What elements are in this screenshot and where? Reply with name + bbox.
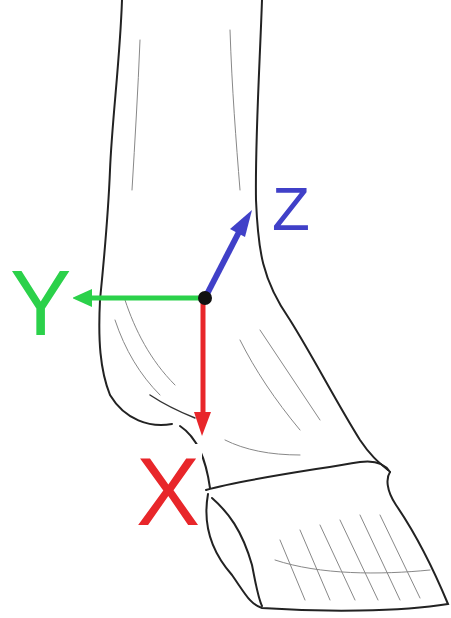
axis-label: X	[134, 444, 202, 540]
hatch	[260, 330, 320, 420]
hoof-hatch	[280, 540, 305, 600]
hatch	[125, 300, 175, 385]
z-axis-head	[230, 210, 252, 237]
axis-arrows	[72, 210, 252, 436]
leg-front-contour	[256, 0, 388, 470]
x-axis-head	[194, 412, 211, 436]
leg-back-contour	[99, 0, 172, 425]
hoof-hatch	[340, 520, 378, 600]
y-axis-shaft	[90, 296, 205, 301]
origin-dot	[198, 291, 212, 305]
heel-line	[212, 498, 262, 606]
hatch	[240, 340, 300, 430]
hatch	[132, 40, 140, 190]
hatch	[230, 30, 240, 190]
hatch	[225, 440, 300, 455]
hoof-hatch	[360, 515, 400, 600]
hoof	[206, 472, 448, 611]
fetlock-crease	[150, 395, 195, 418]
hoof-hatch	[300, 530, 330, 600]
x-axis-shaft	[201, 298, 206, 414]
axis-label: Z	[270, 178, 312, 240]
hoof-hatch	[380, 515, 420, 598]
hoof-hatch	[275, 560, 430, 573]
z-axis-shaft	[205, 232, 239, 298]
leg-outline	[99, 0, 448, 611]
y-axis-head	[72, 289, 92, 307]
fur-hatching	[115, 30, 430, 600]
axis-label: Y	[8, 257, 73, 349]
hoof-hatch	[320, 525, 355, 600]
